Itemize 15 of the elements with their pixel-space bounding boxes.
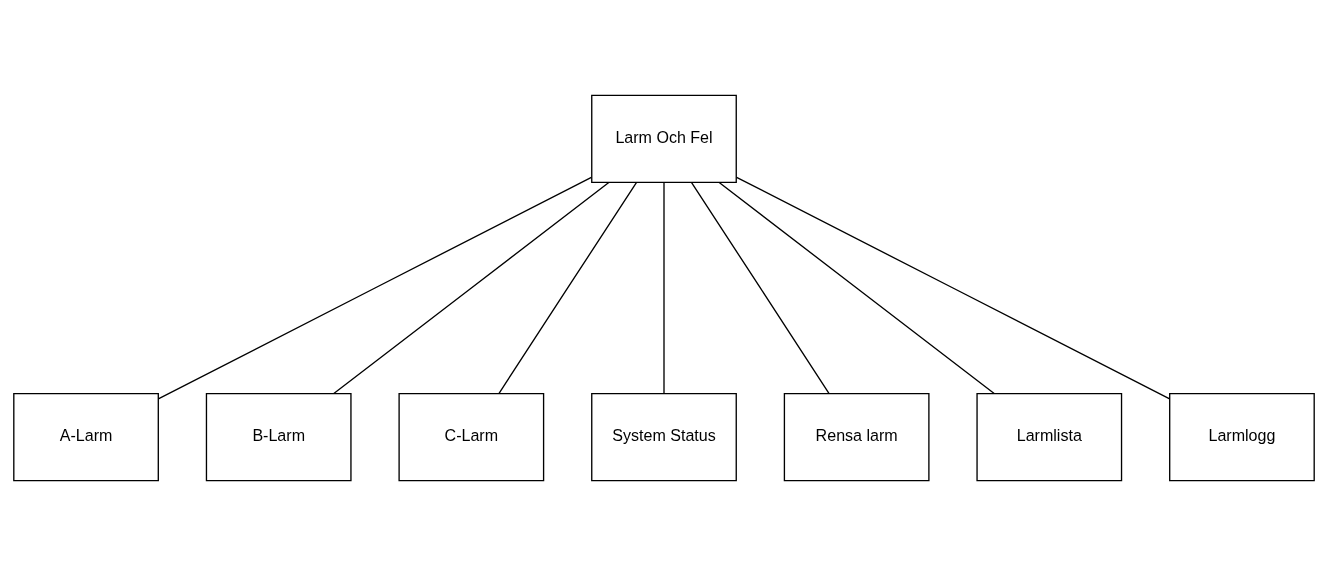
connector (333, 181, 610, 395)
node-box: Larmlogg (1169, 393, 1315, 482)
connector (663, 181, 665, 395)
node-box: C-Larm (398, 393, 545, 482)
connector (735, 176, 1171, 400)
connector (690, 181, 830, 395)
node-box: Larmlista (976, 393, 1123, 482)
node-box: B-Larm (205, 393, 352, 482)
node-box: A-Larm (13, 393, 159, 482)
node-box: Larm Och Fel (591, 94, 737, 183)
connector (718, 181, 995, 395)
connector (157, 176, 593, 400)
node-box: System Status (591, 393, 737, 482)
connector (498, 181, 638, 395)
node-box: Rensa larm (783, 393, 930, 482)
